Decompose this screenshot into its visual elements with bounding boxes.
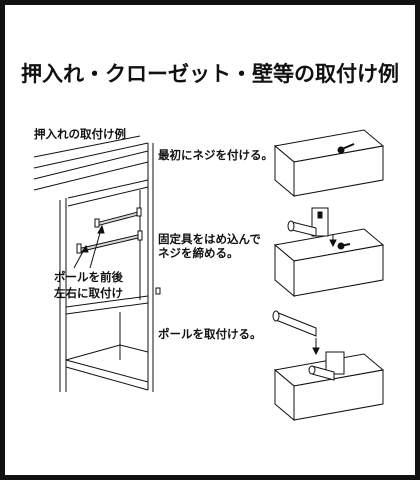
bracket-icon (287, 207, 329, 237)
step-3-text: ポールを取付ける。 (158, 327, 262, 341)
step-1-text: 最初にネジを付ける。 (158, 148, 273, 162)
page-title: 押入れ・クローゼット・壁等の取付け例 (21, 62, 399, 86)
step-2-block (273, 207, 385, 298)
closet-pole-back (94, 207, 142, 228)
closet-note-line2: 左右に取付け (54, 286, 123, 301)
step-1-block (273, 129, 385, 198)
bracket-icon (308, 351, 345, 381)
pole-icon (272, 310, 317, 337)
closet-pointer-arrows (73, 224, 105, 269)
closet-pole-front (76, 230, 143, 254)
closet-note-line1: ポールを前後 (54, 270, 123, 285)
closet-caption: 押入れの取付け例 (34, 127, 126, 141)
closet-illustration (33, 135, 161, 392)
screw-icon (337, 242, 351, 250)
step-3-block (272, 310, 385, 422)
step-2-text-line2: ネジを締める。 (158, 246, 239, 260)
step-2-text-line1: 固定具をはめ込んで (158, 232, 261, 246)
screw-icon (337, 143, 355, 154)
